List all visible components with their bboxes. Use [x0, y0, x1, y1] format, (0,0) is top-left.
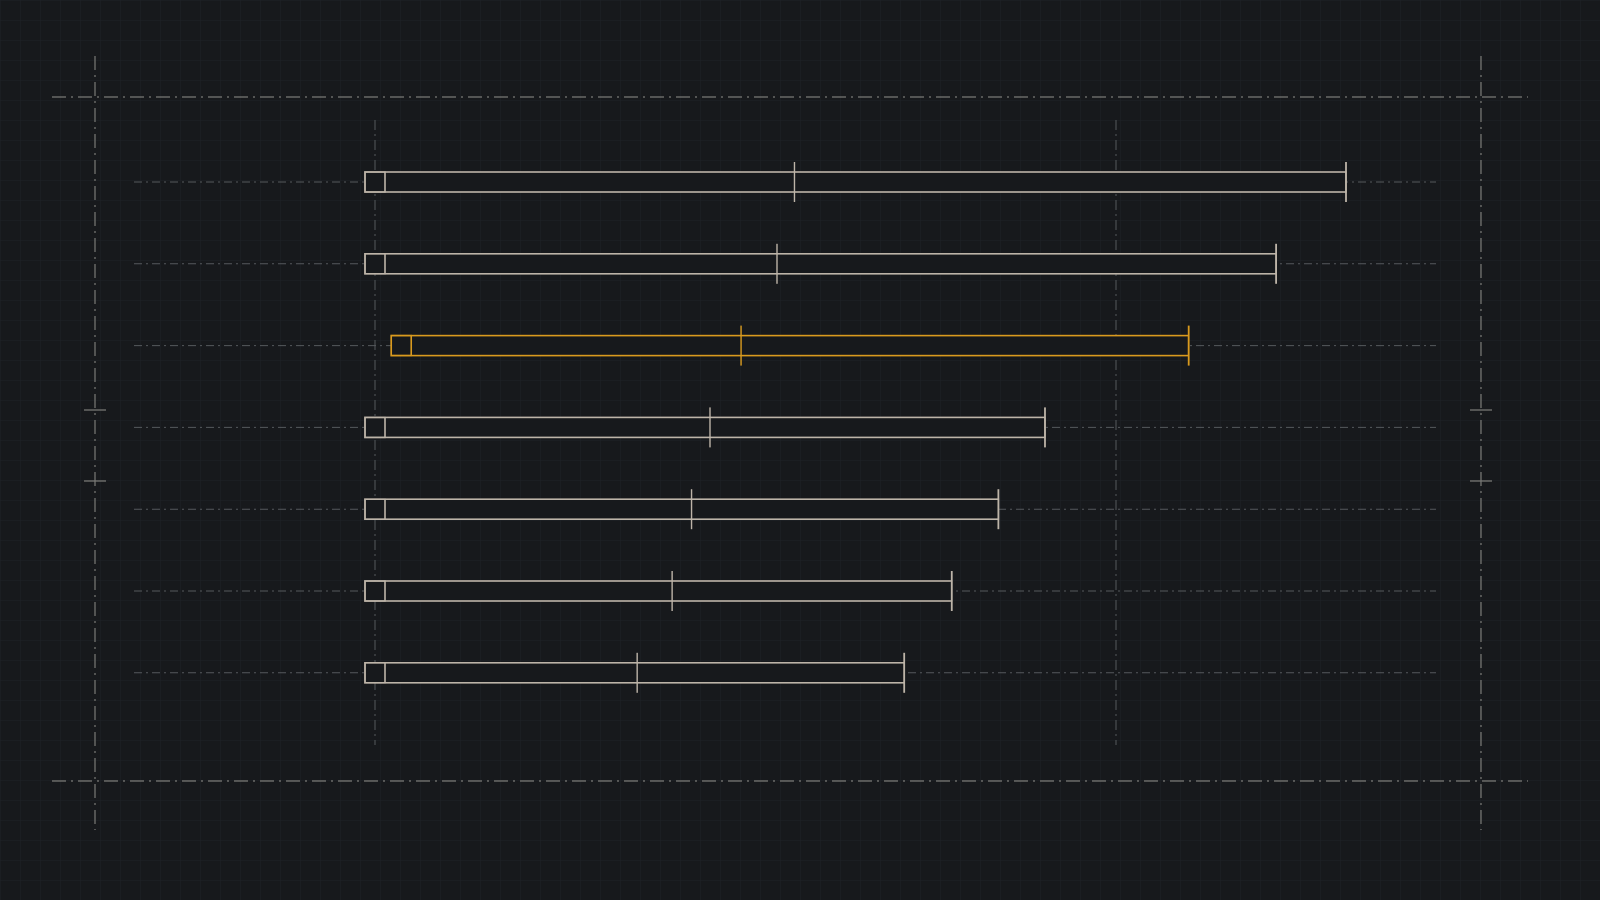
bar-start-handle [364, 580, 386, 602]
bar-4 [364, 407, 1046, 448]
bar-start-handle [364, 498, 386, 521]
bar-body [390, 334, 1190, 357]
bar-2 [364, 243, 1277, 284]
bar-5 [364, 489, 1000, 530]
bar-body [364, 416, 1046, 439]
bars [364, 162, 1347, 693]
bar-body [364, 580, 953, 602]
frame [52, 56, 1528, 830]
bar-body [364, 171, 1347, 193]
bar-body [364, 498, 1000, 521]
bar-7 [364, 652, 906, 693]
bar-start-handle [364, 253, 386, 275]
bar-6 [364, 571, 953, 611]
bar-1 [364, 162, 1347, 202]
bar-start-handle [364, 661, 386, 684]
bar-body [364, 661, 905, 684]
bar-start-handle [364, 171, 386, 193]
bar-start-handle [390, 334, 413, 357]
bar-start-handle [364, 416, 386, 439]
bar-body [364, 253, 1277, 275]
vertical-guides [374, 120, 1117, 745]
bar-3 [390, 325, 1190, 366]
